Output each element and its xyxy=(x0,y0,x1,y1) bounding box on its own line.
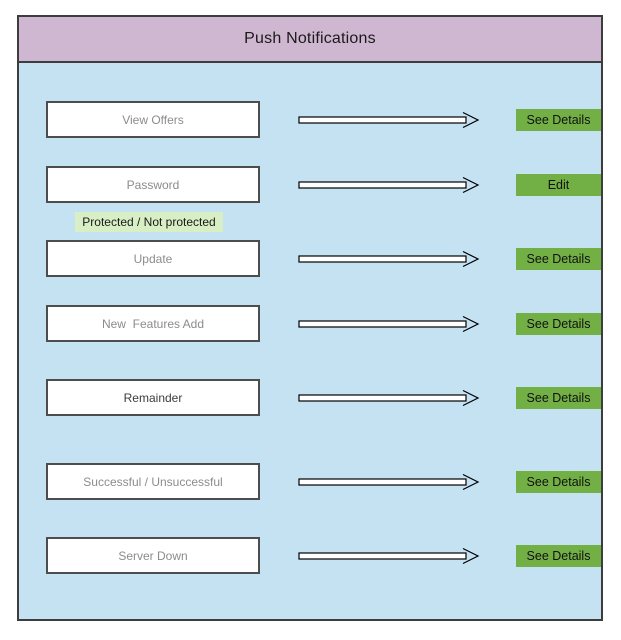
arrow-right-icon xyxy=(298,315,482,333)
action-button-label: See Details xyxy=(526,317,591,331)
see-details-button[interactable]: See Details xyxy=(516,248,601,270)
action-button-label: See Details xyxy=(526,113,591,127)
password-status-label-text: Protected / Not protected xyxy=(82,215,216,229)
edit-button[interactable]: Edit xyxy=(516,174,601,196)
see-details-button[interactable]: See Details xyxy=(516,545,601,567)
action-button-label: See Details xyxy=(526,549,591,563)
diagram-header: Push Notifications xyxy=(19,17,601,63)
notification-type-box: Server Down xyxy=(46,537,260,574)
notification-type-box: Update xyxy=(46,240,260,277)
see-details-button[interactable]: See Details xyxy=(516,471,601,493)
see-details-button[interactable]: See Details xyxy=(516,109,601,131)
notification-type-label: Update xyxy=(133,251,173,266)
arrow-right-icon xyxy=(298,250,482,268)
arrow-right-icon xyxy=(298,176,482,194)
notification-type-label: Server Down xyxy=(118,548,188,563)
page-title: Push Notifications xyxy=(244,30,376,47)
action-button-label: See Details xyxy=(526,252,591,266)
notification-type-box: Remainder xyxy=(46,379,260,416)
notification-type-label: View Offers xyxy=(122,112,184,127)
notification-type-box: View Offers xyxy=(46,101,260,138)
arrow-right-icon xyxy=(298,547,482,565)
arrow-right-icon xyxy=(298,389,482,407)
see-details-button[interactable]: See Details xyxy=(516,387,601,409)
notification-type-label: Password xyxy=(126,177,180,192)
notification-type-label: Successful / Unsuccessful xyxy=(83,474,223,489)
arrow-right-icon xyxy=(298,473,482,491)
notification-type-label: Remainder xyxy=(123,390,183,405)
arrow-right-icon xyxy=(298,111,482,129)
action-button-label: See Details xyxy=(526,391,591,405)
see-details-button[interactable]: See Details xyxy=(516,313,601,335)
password-status-label: Protected / Not protected xyxy=(75,212,223,232)
notification-type-box: Password xyxy=(46,166,260,203)
action-button-label: See Details xyxy=(526,475,591,489)
notification-type-label: New Features Add xyxy=(101,316,205,331)
notification-type-box: New Features Add xyxy=(46,305,260,342)
action-button-label: Edit xyxy=(547,178,570,192)
notification-type-box: Successful / Unsuccessful xyxy=(46,463,260,500)
